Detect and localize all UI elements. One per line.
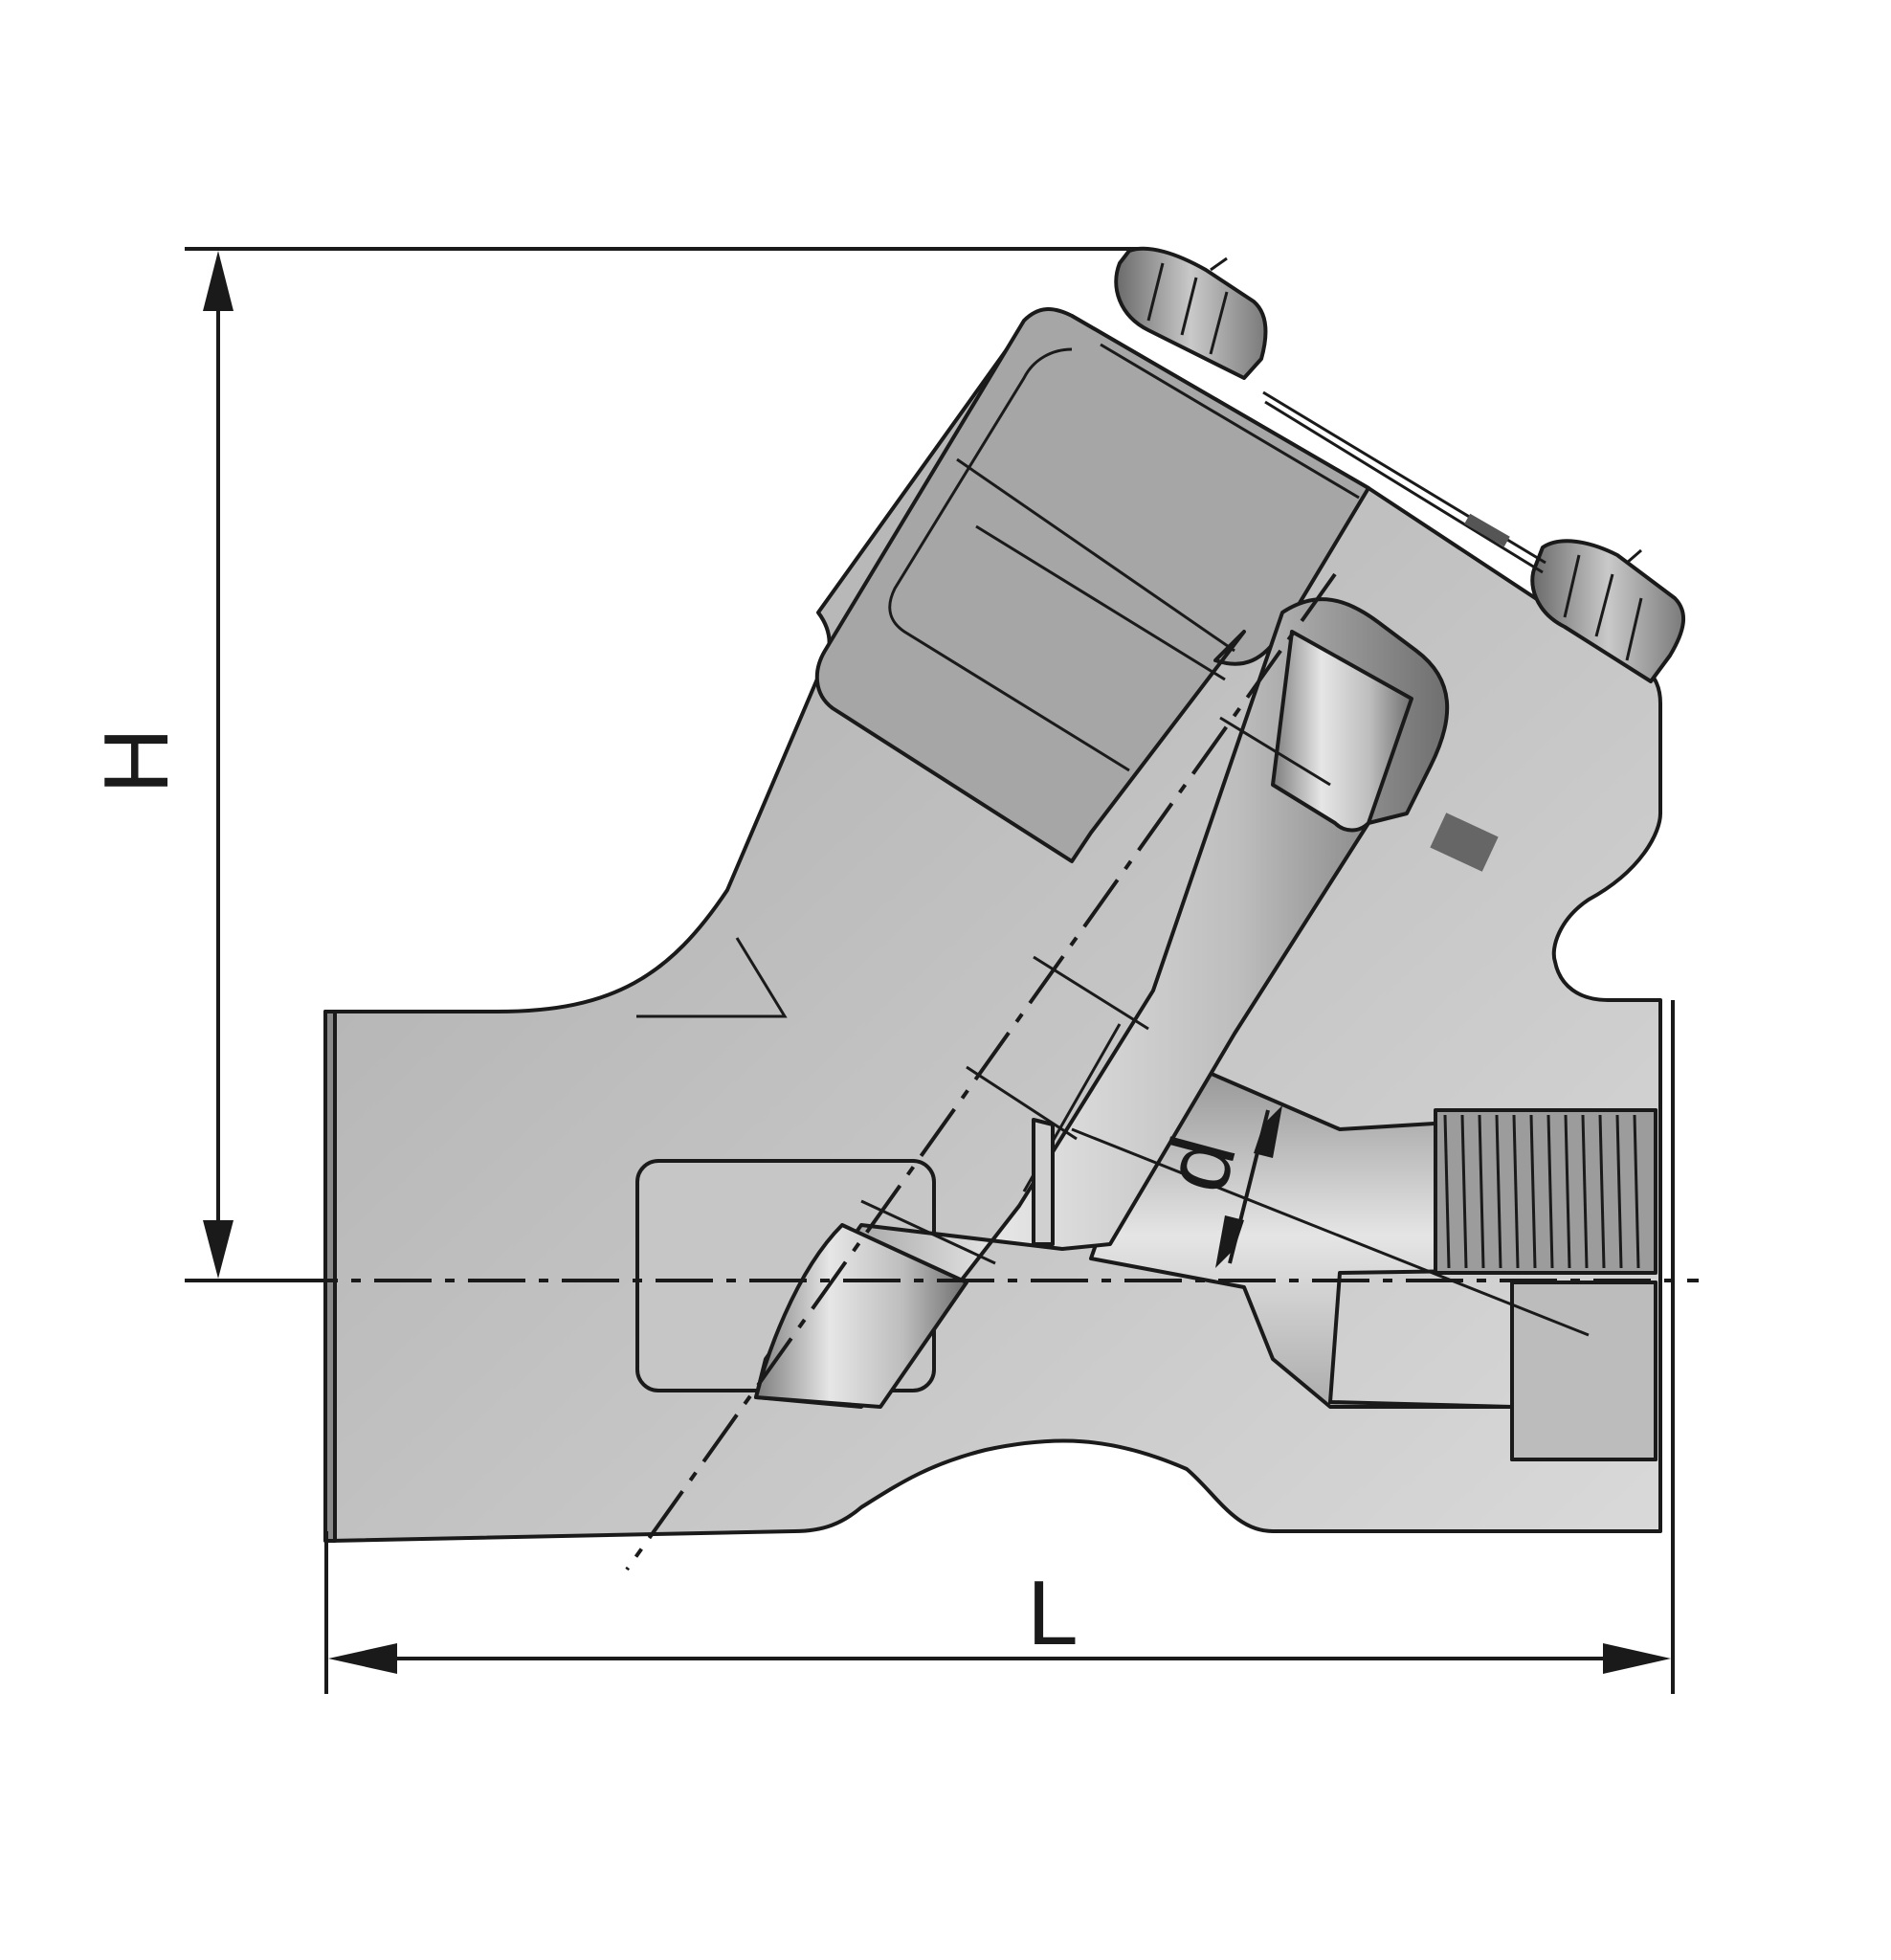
d-arrow-top (1254, 1105, 1282, 1158)
thread-line (1564, 1114, 1571, 1269)
bonnet-inner-recess (888, 347, 1130, 772)
thread-line (1529, 1114, 1537, 1269)
l-arrow-left (328, 1643, 397, 1674)
threaded-outlet (1434, 1108, 1657, 1275)
thread-line (1598, 1114, 1606, 1269)
valve-disc (754, 1223, 968, 1409)
thread-line (1478, 1114, 1485, 1269)
thread-line (1460, 1114, 1468, 1269)
thread-line (1615, 1114, 1623, 1269)
thread-line (1443, 1114, 1451, 1269)
l-label: L (1027, 1562, 1078, 1664)
flow-direction-mark (636, 937, 788, 1018)
bonnet-bolt-left (1114, 246, 1268, 380)
dimension-h: H (85, 247, 1139, 1282)
thread-line (1546, 1114, 1554, 1269)
d-arrow-bottom (1215, 1215, 1244, 1268)
valve-stem (754, 597, 1450, 1409)
h-arrow-top (203, 251, 234, 311)
l-arrow-right (1603, 1643, 1671, 1674)
bonnet-bolt-right (1530, 539, 1686, 683)
thread-line (1581, 1114, 1589, 1269)
thread-line (1512, 1114, 1520, 1269)
thread-lines (1443, 1114, 1640, 1269)
inlet-end-face (323, 1010, 337, 1543)
h-label: H (85, 727, 188, 793)
bonnet (814, 307, 1370, 863)
centerlines (187, 572, 1699, 1571)
thread-line (1633, 1114, 1640, 1269)
h-arrow-bottom (203, 1220, 234, 1279)
dimension-l: L (324, 1000, 1675, 1694)
thread-line (1495, 1114, 1502, 1269)
nameplate-marks (1262, 390, 1546, 872)
